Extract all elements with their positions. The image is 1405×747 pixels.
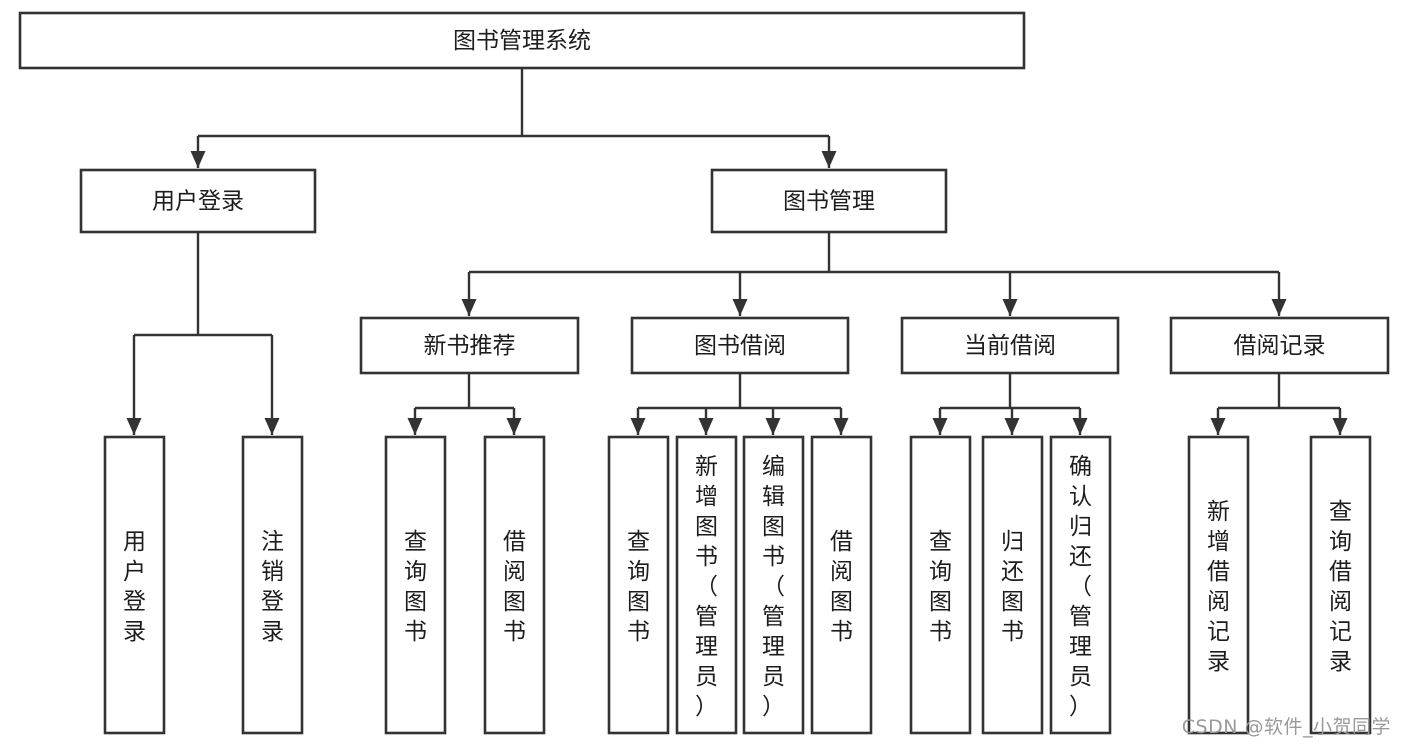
connector-bus-current-borrow	[940, 373, 1080, 410]
node-label: 归还图书	[1001, 529, 1024, 645]
connector-bus-new-book-rec	[415, 373, 514, 410]
node-label: 用户登录	[152, 189, 244, 215]
node-box[interactable]	[79, 168, 317, 234]
node-leaf-borrow-book-rec[interactable]: 借阅图书	[483, 435, 546, 735]
arrow-head-icon	[821, 151, 837, 168]
arrow-head-icon	[765, 418, 781, 435]
arrow-head-icon	[932, 418, 948, 435]
node-label: 查询借阅记录	[1329, 499, 1352, 675]
node-box[interactable]	[1169, 316, 1390, 375]
node-box[interactable]	[1187, 435, 1250, 735]
node-label: 当前借阅	[964, 333, 1056, 359]
node-leaf-confirm-return[interactable]: 确认归还（管理员）	[1049, 435, 1112, 735]
node-label: 新增借阅记录	[1207, 499, 1230, 675]
node-leaf-query-book-cur[interactable]: 查询图书	[909, 435, 972, 735]
node-user-login[interactable]: 用户登录	[79, 168, 317, 234]
node-root[interactable]: 图书管理系统	[18, 11, 1026, 70]
node-box[interactable]	[710, 168, 948, 234]
node-leaf-add-book[interactable]: 新增图书（管理员）	[675, 435, 738, 735]
arrow-head-icon	[1332, 418, 1348, 435]
node-leaf-user-login[interactable]: 用户登录	[103, 435, 166, 735]
arrow-head-icon	[190, 151, 206, 168]
arrow-head-icon	[1271, 299, 1287, 316]
node-box[interactable]	[1309, 435, 1372, 735]
node-label: 借阅图书	[503, 529, 526, 645]
node-label: 查询图书	[404, 529, 427, 645]
arrow-head-icon	[1002, 299, 1018, 316]
node-box[interactable]	[607, 435, 670, 735]
node-label: 新增图书（管理员）	[695, 454, 718, 720]
node-borrow-record[interactable]: 借阅记录	[1169, 316, 1390, 375]
arrow-head-icon	[698, 418, 714, 435]
arrow-head-icon	[126, 418, 142, 435]
node-box[interactable]	[742, 435, 805, 735]
arrow-head-icon	[732, 299, 748, 316]
node-leaf-logout[interactable]: 注销登录	[241, 435, 304, 735]
node-box[interactable]	[18, 11, 1026, 70]
node-label: 借阅图书	[830, 529, 853, 645]
arrow-head-icon	[1072, 418, 1088, 435]
arrow-head-icon	[1004, 418, 1020, 435]
node-book-manage[interactable]: 图书管理	[710, 168, 948, 234]
node-new-book-rec[interactable]: 新书推荐	[359, 316, 580, 375]
node-box[interactable]	[909, 435, 972, 735]
node-box[interactable]	[359, 316, 580, 375]
node-box[interactable]	[1049, 435, 1112, 735]
watermark-text: CSDN @软件_小贺同学	[1181, 716, 1391, 738]
node-label: 图书管理	[783, 189, 875, 215]
node-leaf-edit-book[interactable]: 编辑图书（管理员）	[742, 435, 805, 735]
node-box[interactable]	[981, 435, 1044, 735]
node-leaf-return-book[interactable]: 归还图书	[981, 435, 1044, 735]
node-leaf-borrow-book[interactable]: 借阅图书	[810, 435, 873, 735]
node-box[interactable]	[103, 435, 166, 735]
arrow-head-icon	[833, 418, 849, 435]
node-current-borrow[interactable]: 当前借阅	[900, 316, 1120, 375]
connector-bus-user-login	[134, 232, 272, 337]
node-box[interactable]	[630, 316, 850, 375]
node-label: 图书借阅	[694, 333, 786, 359]
node-box[interactable]	[900, 316, 1120, 375]
node-label: 用户登录	[123, 529, 146, 645]
node-box[interactable]	[810, 435, 873, 735]
node-label: 查询图书	[627, 529, 650, 645]
connector-bus-borrow-record	[1218, 373, 1340, 410]
node-label: 新书推荐	[424, 333, 516, 359]
arrow-head-icon	[461, 299, 477, 316]
node-book-borrow[interactable]: 图书借阅	[630, 316, 850, 375]
node-label: 确认归还（管理员）	[1069, 454, 1092, 720]
node-box[interactable]	[483, 435, 546, 735]
node-leaf-query-record[interactable]: 查询借阅记录	[1309, 435, 1372, 735]
node-box[interactable]	[241, 435, 304, 735]
arrow-head-icon	[630, 418, 646, 435]
connector-bus-book-borrow	[638, 373, 841, 410]
arrow-head-icon	[506, 418, 522, 435]
arrow-head-icon	[407, 418, 423, 435]
node-leaf-query-book-rec[interactable]: 查询图书	[384, 435, 447, 735]
node-box[interactable]	[384, 435, 447, 735]
connector-bus-root	[198, 68, 829, 138]
node-label: 编辑图书（管理员）	[762, 454, 785, 720]
node-leaf-add-record[interactable]: 新增借阅记录	[1187, 435, 1250, 735]
arrow-head-icon	[264, 418, 280, 435]
node-label: 查询图书	[929, 529, 952, 645]
node-label: 注销登录	[261, 529, 284, 645]
node-leaf-query-book-borrow[interactable]: 查询图书	[607, 435, 670, 735]
node-label: 借阅记录	[1234, 333, 1326, 359]
node-label: 图书管理系统	[453, 28, 591, 54]
connector-bus-book-manage	[469, 232, 1279, 274]
arrow-head-icon	[1210, 418, 1226, 435]
node-box[interactable]	[675, 435, 738, 735]
